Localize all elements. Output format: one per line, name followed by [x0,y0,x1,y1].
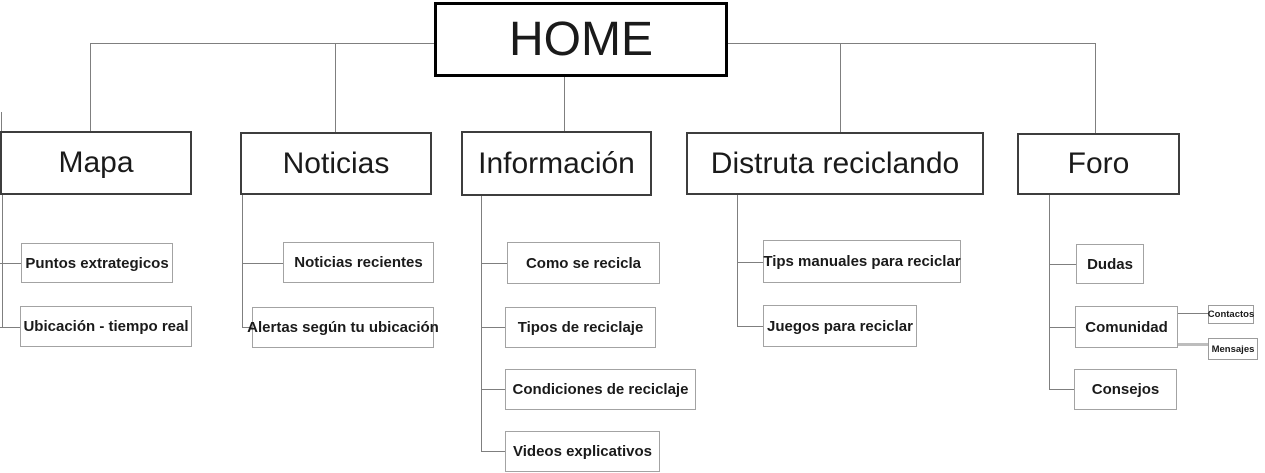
node-tipos-de-reciclaje: Tipos de reciclaje [505,307,656,348]
connector-line [242,263,283,264]
connector-line [840,43,841,132]
connector-line [1049,327,1075,328]
connector-line [1,112,2,131]
node-contactos: Contactos [1208,305,1254,324]
connector-line [481,451,505,452]
connector-line [0,263,21,264]
node-videos-explicativos: Videos explicativos [505,431,660,472]
node-juegos-para-reciclar: Juegos para reciclar [763,305,917,347]
node-home: HOME [434,2,728,77]
node-informacion: Información [461,131,652,196]
connector-line [242,327,252,328]
connector-line [1049,389,1074,390]
connector-line [481,196,482,451]
connector-line [1049,264,1076,265]
node-foro: Foro [1017,133,1180,195]
node-noticias-recientes: Noticias recientes [283,242,434,283]
connector-line [0,327,20,328]
connector-line [242,195,243,327]
connector-line [1175,343,1208,346]
node-ubicacion-tiempo-real: Ubicación - tiempo real [20,306,192,347]
connector-line [2,195,3,327]
node-condiciones-de-reciclaje: Condiciones de reciclaje [505,369,696,410]
connector-line [90,43,434,44]
node-noticias: Noticias [240,132,432,195]
node-mapa: Mapa [0,131,192,195]
node-como-se-recicla: Como se recicla [507,242,660,284]
connector-line [737,195,738,326]
node-mensajes: Mensajes [1208,338,1258,360]
connector-line [737,326,763,327]
connector-line [728,43,1096,44]
connector-line [1178,313,1208,314]
connector-line [564,77,565,131]
node-dudas: Dudas [1076,244,1144,284]
connector-line [90,43,91,131]
connector-line [737,262,763,263]
connector-line [1095,43,1096,133]
node-tips-manuales-para-reciclar: Tips manuales para reciclar [763,240,961,283]
connector-line [335,43,336,132]
connector-line [1049,195,1050,389]
connector-line [481,263,508,264]
node-puntos-extrategicos: Puntos extrategicos [21,243,173,283]
node-comunidad: Comunidad [1075,306,1178,348]
connector-line [481,389,505,390]
connector-line [481,327,505,328]
node-alertas-segun-tu-ubicacion: Alertas según tu ubicación [247,307,439,348]
node-consejos: Consejos [1074,369,1177,410]
node-distruta-reciclando: Distruta reciclando [686,132,984,195]
